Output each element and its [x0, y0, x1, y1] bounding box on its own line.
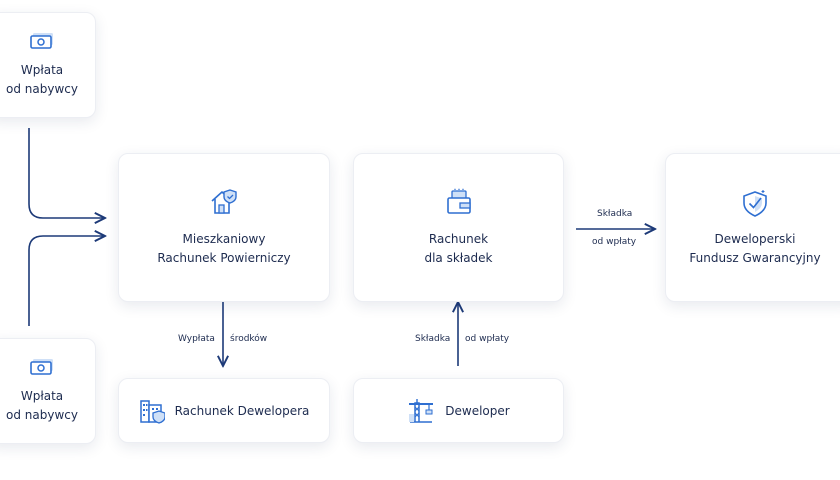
- house-shield-icon: [211, 188, 237, 214]
- node-dfg-line2: Fundusz Gwarancyjny: [689, 250, 821, 265]
- shield-check-icon: [743, 189, 767, 217]
- node-deweloper-label: Deweloper: [445, 403, 510, 418]
- edge-label-od-wplaty-bottom: od wpłaty: [592, 237, 637, 247]
- node-deweloperski-fundusz-gwarancyjny: Deweloperski Fundusz Gwarancyjny: [665, 153, 840, 302]
- node-wplata-bottom: Wpłata od nabywcy: [0, 338, 96, 444]
- edge-label-skladka-dev: Składka: [415, 334, 451, 344]
- node-mrp-line1: Mieszkaniowy: [182, 231, 266, 246]
- node-rachunek-dewelopera: Rachunek Dewelopera: [118, 378, 330, 443]
- crane-icon: [409, 398, 434, 423]
- node-wplata-bottom-line2: od nabywcy: [6, 408, 78, 422]
- edge-label-skladka-top: Składka: [597, 209, 633, 219]
- node-wplata-top-line1: Wpłata: [20, 63, 64, 77]
- edge-label-od-wplaty-dev: od wpłaty: [465, 334, 510, 344]
- node-rachunek-dla-skladek: Rachunek dla składek: [353, 153, 564, 302]
- node-rachunek-skladek-line1: Rachunek: [428, 231, 489, 246]
- node-wplata-top: Wpłata od nabywcy: [0, 12, 96, 118]
- cash-icon: [30, 359, 53, 375]
- node-mrp-line2: Rachunek Powierniczy: [157, 250, 291, 265]
- edge-label-srodkow: środków: [230, 334, 268, 344]
- arrow-wplata-bottom-to-mrp: [28, 236, 105, 326]
- node-wplata-top-line2: od nabywcy: [6, 82, 78, 96]
- node-rachunek-skladek-line2: dla składek: [424, 250, 493, 265]
- node-dfg-line1: Deweloperski: [714, 231, 796, 246]
- edge-label-wyplata: Wypłata: [178, 334, 215, 344]
- cash-icon: [30, 33, 53, 49]
- node-mieszkaniowy-rachunek-powierniczy: Mieszkaniowy Rachunek Powierniczy: [118, 153, 330, 302]
- node-wplata-bottom-line1: Wpłata: [20, 389, 64, 403]
- node-rachunek-dewelopera-label: Rachunek Dewelopera: [174, 403, 310, 418]
- arrow-wplata-top-to-mrp: [28, 128, 105, 218]
- node-deweloper: Deweloper: [353, 378, 564, 443]
- wallet-icon: [446, 188, 471, 214]
- building-shield-icon: [139, 399, 165, 424]
